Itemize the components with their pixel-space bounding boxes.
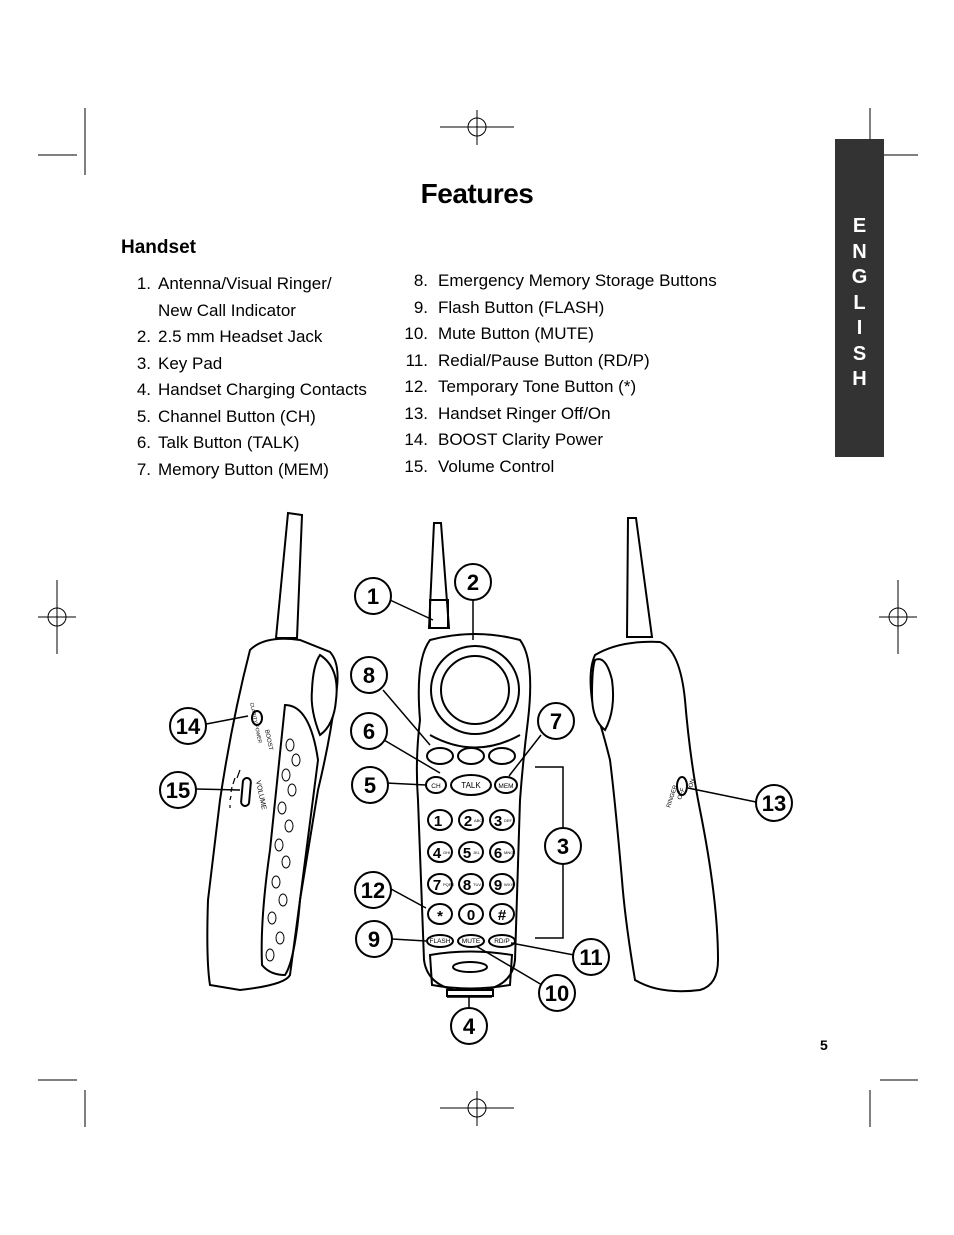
center-handset-illustration	[415, 522, 532, 997]
key-4: 4	[433, 845, 442, 862]
on-label: ON	[688, 778, 696, 788]
svg-text:DEF: DEF	[504, 818, 513, 823]
svg-text:MNO: MNO	[504, 850, 513, 855]
list-item: 14.BOOST Clarity Power	[404, 430, 604, 449]
list-item: 8.Emergency Memory Storage Buttons	[413, 271, 717, 290]
callout-14: 14	[176, 714, 201, 739]
callouts: 1 2 3 4 5 6 7 8 9 10 11 12 13 14 15	[159, 563, 793, 1045]
key-0: 0	[467, 907, 475, 924]
mem-button-label: MEM	[498, 783, 513, 790]
flash-button-label: FLASH	[430, 938, 451, 945]
list-item: 9.Flash Button (FLASH)	[413, 297, 605, 317]
svg-text:GHI: GHI	[443, 850, 450, 855]
callout-6: 6	[363, 719, 375, 744]
page-title: Features	[420, 178, 534, 209]
language-side-tab: E N G L I S H	[835, 139, 884, 457]
list-item: 13.Handset Ringer Off/On	[404, 403, 611, 423]
list-item: 10.Mute Button (MUTE)	[404, 324, 594, 343]
callout-8: 8	[363, 663, 375, 688]
list-item: 15.Volume Control	[404, 456, 555, 476]
callout-15: 15	[166, 778, 190, 803]
callout-5: 5	[364, 773, 376, 798]
list-item: 11.Redial/Pause Button (RD/P)	[405, 350, 650, 370]
left-handset-illustration	[206, 511, 339, 992]
list-item: 12.Temporary Tone Button (*)	[404, 377, 637, 396]
key-2: 2	[464, 813, 472, 830]
svg-text:JKL: JKL	[473, 850, 481, 855]
section-heading: Handset	[121, 237, 196, 258]
ch-button-label: CH	[431, 783, 441, 790]
list-item: 1.Antenna/Visual Ringer/New Call Indicat…	[136, 274, 332, 320]
key-3: 3	[494, 813, 502, 830]
off-label: OFF	[677, 787, 687, 801]
list-item: 7.Memory Button (MEM)	[136, 459, 329, 479]
svg-text:TUV: TUV	[473, 882, 481, 887]
key-9: 9	[494, 877, 502, 894]
page-number: 5	[820, 1037, 828, 1053]
list-item: 4.Handset Charging Contacts	[136, 380, 367, 399]
mute-button-label: MUTE	[462, 938, 481, 945]
key-8: 8	[463, 877, 471, 894]
feature-list-left: 1.Antenna/Visual Ringer/New Call Indicat…	[121, 271, 381, 483]
rdp-button-label: RD/P	[494, 938, 510, 945]
callout-13: 13	[762, 791, 786, 816]
key-1: 1	[434, 813, 442, 830]
list-item: 2.2.5 mm Headset Jack	[136, 327, 323, 346]
boost-label: BOOST	[263, 729, 273, 751]
key-7: 7	[433, 877, 441, 894]
callout-9: 9	[368, 927, 380, 952]
callout-7: 7	[550, 709, 562, 734]
key-star: *	[437, 908, 443, 925]
right-handset-illustration	[589, 517, 720, 993]
talk-button-label: TALK	[461, 781, 481, 790]
key-6: 6	[494, 845, 502, 862]
svg-text:WXYZ: WXYZ	[504, 882, 516, 887]
callout-3: 3	[557, 834, 569, 859]
svg-text:PQRS: PQRS	[443, 882, 455, 887]
svg-text:ABC: ABC	[474, 818, 482, 823]
callout-12: 12	[361, 878, 385, 903]
callout-11: 11	[579, 945, 602, 970]
key-5: 5	[463, 845, 471, 862]
list-item: 5.Channel Button (CH)	[136, 406, 316, 426]
callout-4: 4	[463, 1014, 476, 1039]
feature-list-right: 8.Emergency Memory Storage Buttons 9.Fla…	[398, 268, 728, 480]
list-item: 6.Talk Button (TALK)	[136, 433, 300, 452]
key-hash: #	[498, 907, 507, 924]
callout-2: 2	[467, 570, 479, 595]
callout-10: 10	[545, 981, 569, 1006]
list-item: 3.Key Pad	[136, 353, 223, 373]
callout-1: 1	[367, 584, 379, 609]
